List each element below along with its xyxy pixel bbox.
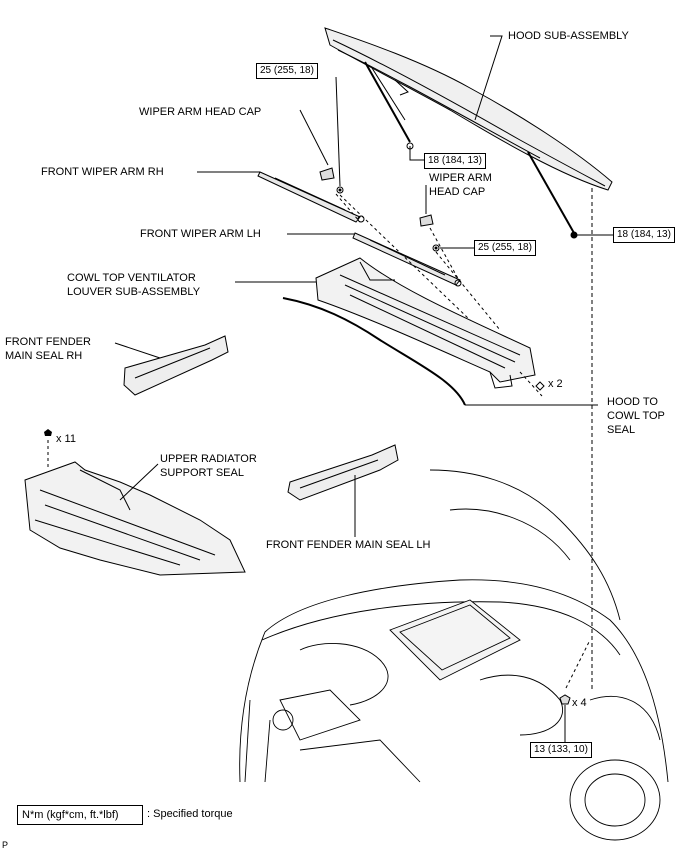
front-wiper-arm-rh-drawing bbox=[257, 171, 365, 223]
torque-box-5: 13 (133, 10) bbox=[530, 742, 592, 758]
label-hood-sub-assembly: HOOD SUB-ASSEMBLY bbox=[508, 30, 629, 42]
front-fender-seal-rh-drawing bbox=[123, 335, 229, 396]
label-front-wiper-arm-rh: FRONT WIPER ARM RH bbox=[41, 166, 164, 178]
upper-radiator-support-seal-drawing bbox=[24, 461, 246, 576]
label-cowl-top-1: COWL TOP VENTILATOR bbox=[67, 272, 196, 284]
label-wiper-arm-head-cap-rh: WIPER ARM HEAD CAP bbox=[139, 106, 262, 118]
label-upper-radiator-1: UPPER RADIATOR bbox=[160, 453, 257, 465]
torque-box-1: 25 (255, 18) bbox=[256, 63, 318, 79]
torque-box-4: 25 (255, 18) bbox=[474, 240, 536, 256]
hood-sub-assembly-drawing bbox=[324, 27, 613, 239]
legend-specified-torque: : Specified torque bbox=[147, 808, 233, 820]
label-hood-to-cowl-3: SEAL bbox=[607, 424, 636, 436]
legend-torque-unit-box: N*m (kgf*cm, ft.*lbf) bbox=[17, 805, 143, 825]
label-hood-to-cowl-2: COWL TOP bbox=[607, 410, 665, 422]
torque-box-2: 18 (184, 13) bbox=[424, 153, 486, 169]
label-wiper-arm-head-cap-lh-2: HEAD CAP bbox=[429, 186, 486, 198]
count-radiator-clips: x 11 bbox=[56, 433, 76, 445]
hood-to-cowl-seal-shape bbox=[282, 297, 466, 406]
label-front-fender-rh-1: FRONT FENDER bbox=[5, 336, 91, 348]
count-cowl-screws: x 2 bbox=[548, 378, 563, 390]
count-engine-clips: x 4 bbox=[572, 697, 587, 709]
label-hood-to-cowl-1: HOOD TO bbox=[607, 396, 658, 408]
torque-box-3: 18 (184, 13) bbox=[613, 227, 675, 243]
front-fender-seal-lh-drawing bbox=[287, 444, 399, 501]
label-cowl-top-2: LOUVER SUB-ASSEMBLY bbox=[67, 286, 201, 298]
label-front-fender-lh: FRONT FENDER MAIN SEAL LH bbox=[266, 539, 431, 551]
label-wiper-arm-head-cap-lh-1: WIPER ARM bbox=[429, 172, 492, 184]
label-front-fender-rh-2: MAIN SEAL RH bbox=[5, 350, 83, 362]
corner-mark: P bbox=[2, 840, 9, 850]
cowl-top-ventilator-drawing bbox=[315, 257, 536, 389]
label-front-wiper-arm-lh: FRONT WIPER ARM LH bbox=[140, 228, 261, 240]
wiper-cap-rh-shape bbox=[319, 167, 335, 181]
label-upper-radiator-2: SUPPORT SEAL bbox=[160, 467, 244, 479]
engine-bay-drawing bbox=[239, 469, 669, 841]
